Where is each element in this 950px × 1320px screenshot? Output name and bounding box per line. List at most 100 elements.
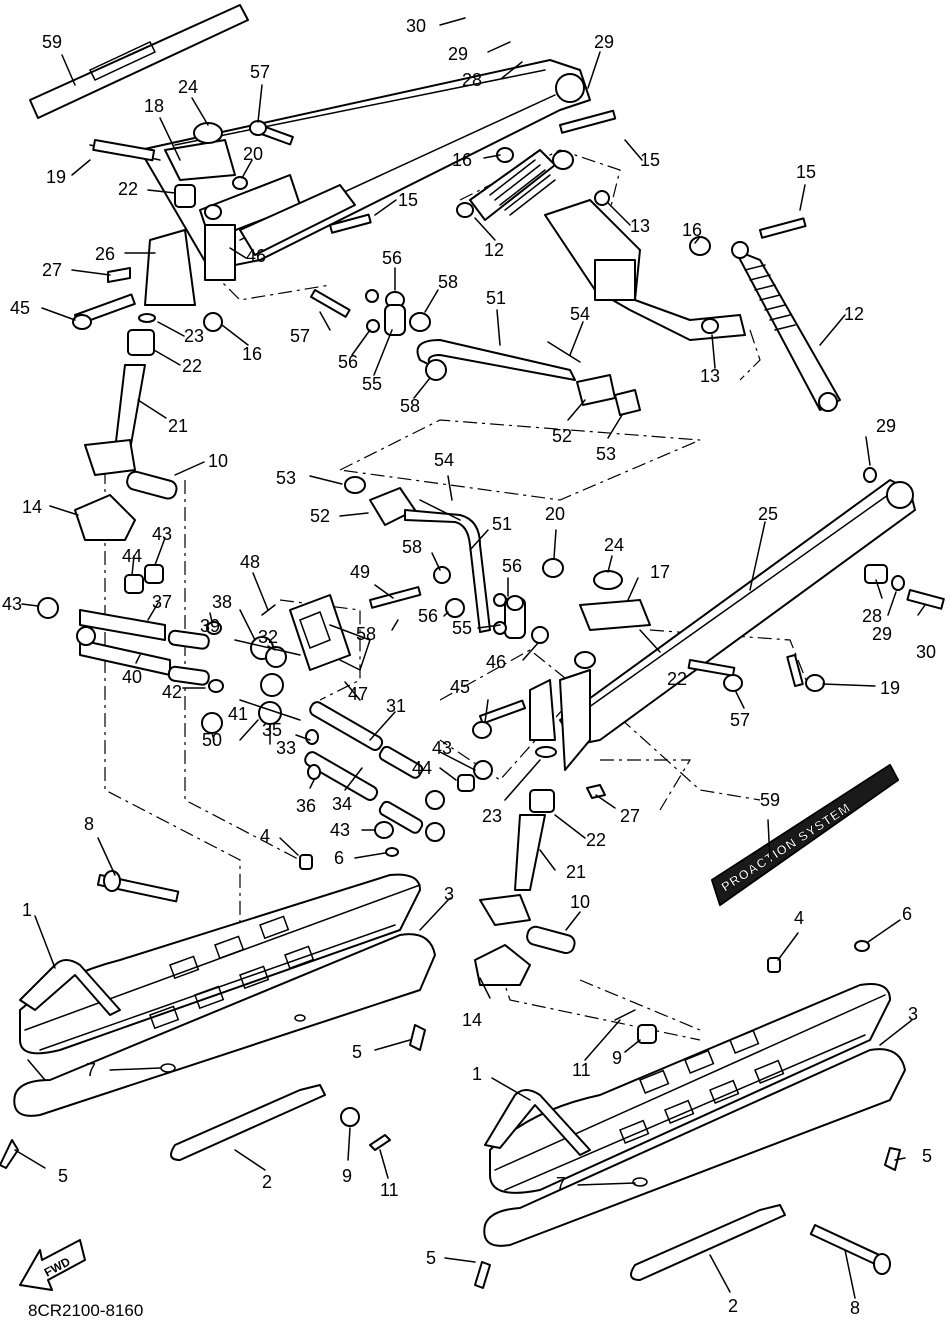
callout-9: 9 <box>612 1048 622 1068</box>
callout-6: 6 <box>902 904 912 924</box>
callout-16: 16 <box>682 220 702 240</box>
callout-labels: 5924185720192226274546162322211014434443… <box>2 16 936 1318</box>
callout-22: 22 <box>667 669 687 689</box>
callout-18: 18 <box>144 96 164 116</box>
callout-25: 25 <box>758 504 778 524</box>
callout-15: 15 <box>796 162 816 182</box>
callout-58: 58 <box>438 272 458 292</box>
left-linkage-rods <box>37 564 224 734</box>
callout-55: 55 <box>362 374 382 394</box>
callout-22: 22 <box>118 179 138 199</box>
callout-23: 23 <box>482 806 502 826</box>
callout-24: 24 <box>604 535 624 555</box>
callout-13: 13 <box>630 216 650 236</box>
callout-51: 51 <box>486 288 506 308</box>
callout-17: 17 <box>650 562 670 582</box>
callout-5: 5 <box>426 1248 436 1268</box>
callout-51: 51 <box>492 514 512 534</box>
left-steering-column <box>74 313 178 541</box>
callout-48: 48 <box>240 552 260 572</box>
callout-24: 24 <box>178 77 198 97</box>
callout-26: 26 <box>95 244 115 264</box>
right-ski <box>474 940 906 1289</box>
callout-5: 5 <box>352 1042 362 1062</box>
callout-55: 55 <box>452 618 472 638</box>
callout-14: 14 <box>462 1010 482 1030</box>
callout-56: 56 <box>338 352 358 372</box>
left-ski <box>0 854 436 1169</box>
left-ski-ribs <box>149 915 315 1030</box>
callout-58: 58 <box>402 537 422 557</box>
callout-16: 16 <box>242 344 262 364</box>
callout-47: 47 <box>348 684 368 704</box>
callout-41: 41 <box>228 704 248 724</box>
callout-30: 30 <box>406 16 426 36</box>
callout-57: 57 <box>290 326 310 346</box>
callout-3: 3 <box>444 884 454 904</box>
callout-28: 28 <box>462 70 482 90</box>
drawing-code: 8CR2100-8160 <box>28 1301 143 1320</box>
left-spindle-bracket <box>72 120 294 332</box>
callout-19: 19 <box>46 167 66 187</box>
callout-56: 56 <box>502 556 522 576</box>
callout-8: 8 <box>850 1298 860 1318</box>
callout-4: 4 <box>260 826 270 846</box>
callout-56: 56 <box>382 248 402 268</box>
callout-59: 59 <box>760 790 780 810</box>
callout-10: 10 <box>570 892 590 912</box>
callout-4: 4 <box>794 908 804 928</box>
callout-43: 43 <box>432 738 452 758</box>
callout-46: 46 <box>486 652 506 672</box>
callout-43: 43 <box>330 820 350 840</box>
callout-15: 15 <box>398 190 418 210</box>
callout-7: 7 <box>86 1060 96 1080</box>
callout-58: 58 <box>400 396 420 416</box>
callout-22: 22 <box>586 830 606 850</box>
callout-6: 6 <box>334 848 344 868</box>
callout-45: 45 <box>450 677 470 697</box>
callout-53: 53 <box>276 468 296 488</box>
callout-42: 42 <box>162 682 182 702</box>
callout-11: 11 <box>380 1180 399 1200</box>
proaction-decal: PROACTION SYSTEM <box>711 763 899 907</box>
callout-2: 2 <box>262 1172 272 1192</box>
callout-29: 29 <box>872 624 892 644</box>
callout-9: 9 <box>342 1166 352 1186</box>
decal-text: PROACTION SYSTEM <box>718 800 853 895</box>
left-slide-rail <box>139 59 591 271</box>
callout-31: 31 <box>386 696 406 716</box>
callout-39: 39 <box>200 616 220 636</box>
right-steering-column <box>474 789 657 1044</box>
leader-lines <box>14 17 926 1299</box>
callout-27: 27 <box>42 260 62 280</box>
callout-32: 32 <box>258 627 278 647</box>
callout-54: 54 <box>434 450 454 470</box>
callout-49: 49 <box>350 562 370 582</box>
callout-43: 43 <box>2 594 22 614</box>
callout-23: 23 <box>184 326 204 346</box>
callout-44: 44 <box>412 758 432 778</box>
callout-21: 21 <box>566 862 586 882</box>
right-slide-rail <box>472 467 945 799</box>
shock-absorbers <box>329 109 841 412</box>
callout-7: 7 <box>556 1174 566 1194</box>
callout-46: 46 <box>246 246 266 266</box>
callout-12: 12 <box>484 240 504 260</box>
callout-29: 29 <box>876 416 896 436</box>
rear-arm <box>544 190 746 341</box>
callout-52: 52 <box>552 426 572 446</box>
callout-33: 33 <box>276 738 296 758</box>
callout-43: 43 <box>152 524 172 544</box>
callout-40: 40 <box>122 667 142 687</box>
callout-36: 36 <box>296 796 316 816</box>
callout-8: 8 <box>84 814 94 834</box>
callout-2: 2 <box>728 1296 738 1316</box>
callout-20: 20 <box>545 504 565 524</box>
callout-1: 1 <box>22 900 32 920</box>
callout-59: 59 <box>42 32 62 52</box>
callout-57: 57 <box>250 62 270 82</box>
callout-35: 35 <box>262 720 282 740</box>
callout-34: 34 <box>332 794 352 814</box>
